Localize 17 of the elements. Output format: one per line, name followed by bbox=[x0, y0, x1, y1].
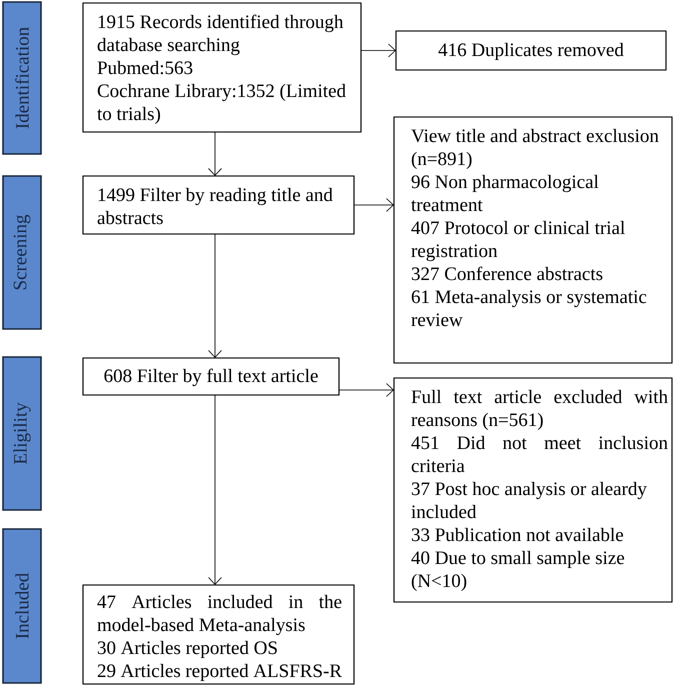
phase-band: Screening bbox=[2, 175, 42, 330]
arrow bbox=[208, 234, 222, 358]
arrow bbox=[338, 383, 394, 397]
arrow bbox=[354, 198, 394, 212]
arrow bbox=[208, 394, 222, 585]
phase-band: Included bbox=[2, 528, 42, 684]
arrow bbox=[208, 132, 222, 176]
exclusion-box: View title and abstract exclusion (n=891) 96 Non pharmacological treatment 407 Protocol or clinical trial registration 327 Conference abstracts 61 Meta-analysis or systematic review bbox=[393, 116, 673, 364]
arrow bbox=[360, 44, 396, 58]
process-box: 608 Filter by full text article bbox=[82, 357, 340, 396]
process-box: 1915 Records identified through database searching Pubmed:563 Cochrane Library:1352 (Limited to trials) bbox=[82, 2, 362, 133]
exclusion-box: Full text article excluded with reansons (n=561) 451 Did not meet inclusion criteria 37 Post hoc analysis or aleardy included 33 Publication not available 40 Due to small sample size (N<10) bbox=[393, 377, 673, 603]
process-box: 47 Articles included in the model-based Meta-analysis 30 Articles reported OS 29 Articles reported ALSFRS-R bbox=[82, 584, 355, 685]
process-box: 416 Duplicates removed bbox=[395, 30, 667, 71]
phase-band: Eligility bbox=[2, 356, 42, 511]
process-box: 1499 Filter by reading title and abstracts bbox=[82, 175, 355, 235]
phase-band: Identification bbox=[2, 1, 42, 155]
